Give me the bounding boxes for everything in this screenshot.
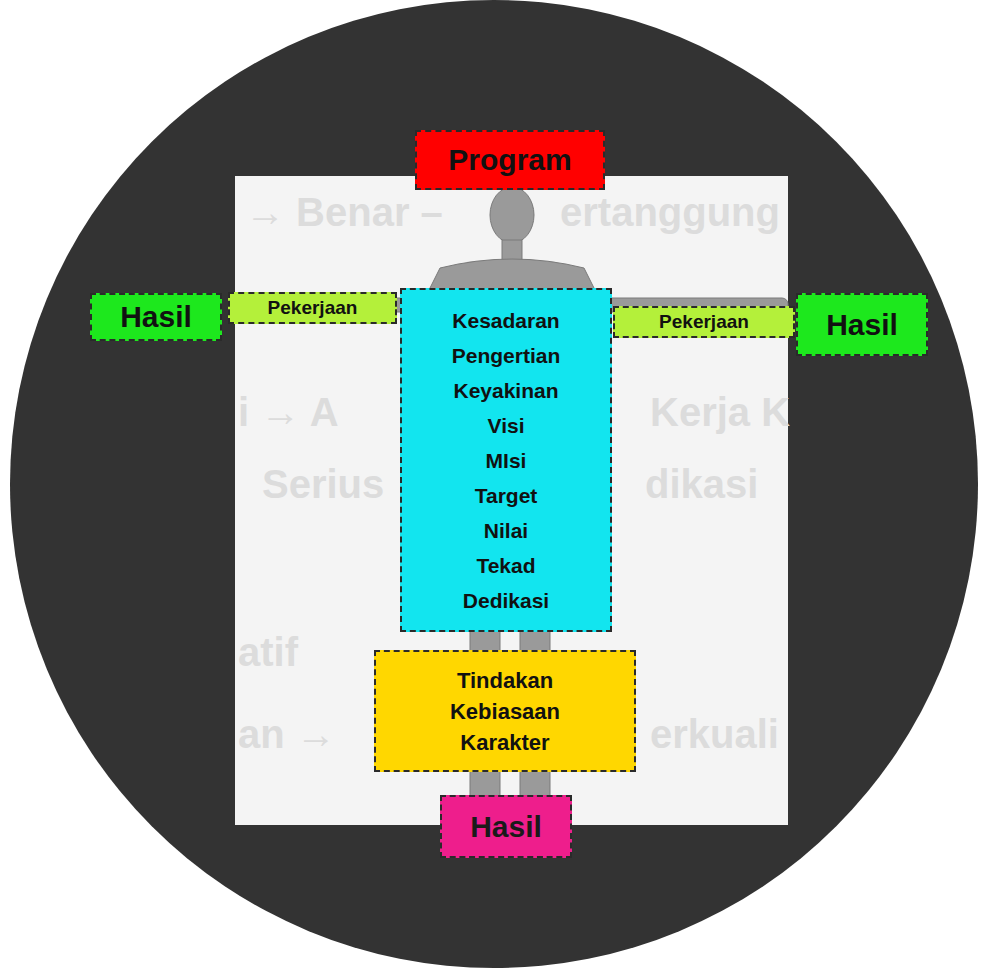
node-text: Nilai bbox=[484, 513, 528, 548]
dark-circle bbox=[10, 0, 978, 968]
node-text: Hasil bbox=[120, 299, 192, 335]
node-text: Hasil bbox=[470, 809, 542, 845]
node-text: Visi bbox=[488, 408, 525, 443]
result-box: Hasil bbox=[796, 293, 928, 356]
faded-slide-text: i → A bbox=[238, 390, 339, 435]
node-text: Kesadaran bbox=[452, 303, 559, 338]
work-box: Pekerjaan bbox=[228, 292, 397, 324]
work-box: Pekerjaan bbox=[613, 306, 795, 338]
node-text: Pekerjaan bbox=[659, 310, 749, 334]
faded-slide-text: → Benar – bbox=[245, 190, 443, 235]
node-text: MIsi bbox=[486, 443, 527, 478]
faded-slide-text: Kerja K bbox=[650, 390, 790, 435]
faded-slide-text: Serius bbox=[262, 462, 384, 507]
node-text: Karakter bbox=[460, 727, 549, 758]
faded-slide-text: dikasi bbox=[645, 462, 758, 507]
result-box: Hasil bbox=[440, 795, 572, 858]
node-text: Target bbox=[475, 478, 538, 513]
node-text: Hasil bbox=[826, 307, 898, 343]
node-text: Pengertian bbox=[452, 338, 561, 373]
faded-slide-text: an → bbox=[238, 712, 336, 757]
program-box: Program bbox=[415, 130, 605, 190]
human-figure bbox=[235, 187, 788, 825]
mindset-box: KesadaranPengertianKeyakinanVisiMIsiTarg… bbox=[400, 288, 612, 632]
faded-slide-text: ertanggung bbox=[560, 190, 780, 235]
faded-slide-text: atif bbox=[238, 630, 298, 675]
node-text: Kebiasaan bbox=[450, 696, 560, 727]
action-box: TindakanKebiasaanKarakter bbox=[374, 650, 636, 772]
result-box: Hasil bbox=[90, 293, 222, 341]
photo-panel bbox=[235, 176, 788, 825]
node-text: Pekerjaan bbox=[268, 296, 358, 320]
node-text: Tekad bbox=[476, 548, 535, 583]
faded-slide-text: erkuali bbox=[650, 712, 779, 757]
node-text: Tindakan bbox=[457, 665, 553, 696]
node-text: Program bbox=[448, 142, 571, 178]
node-text: Dedikasi bbox=[463, 583, 549, 618]
node-text: Keyakinan bbox=[453, 373, 558, 408]
